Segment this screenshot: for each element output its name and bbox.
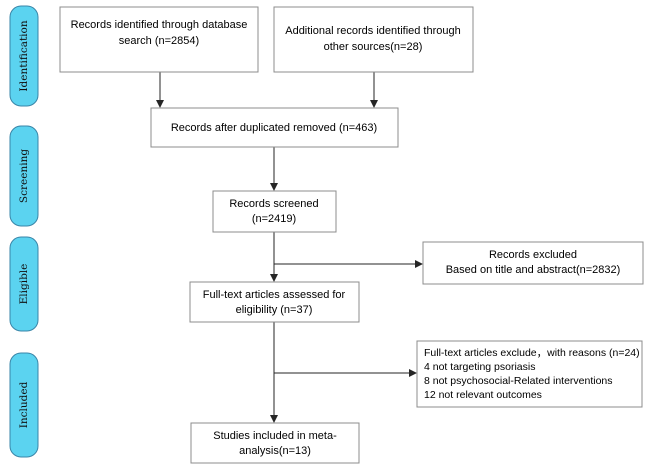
box-excluded-line-2: Based on title and abstract(n=2832): [446, 264, 621, 276]
box-screened-line-1: Records screened: [229, 198, 318, 210]
phase-screening-pill: [9, 125, 39, 227]
box-full-text-excluded-line-1: Full-text articles exclude，with reasons …: [424, 347, 640, 359]
box-screened: Records screened (n=2419): [212, 190, 337, 233]
phase-included: Included: [9, 352, 39, 458]
box-other-sources-line-2: other sources(n=28): [324, 41, 423, 53]
box-screened-line-2: (n=2419): [252, 213, 296, 225]
box-database-line-1: Records identified through database: [71, 19, 248, 31]
box-duplicates-removed-line-1: Records after duplicated removed (n=463): [171, 122, 377, 134]
box-full-text-excluded-line-4: 12 not relevant outcomes: [424, 389, 542, 401]
connectors: [156, 72, 423, 423]
phase-screening: Screening: [9, 125, 39, 227]
box-database-line-2: search (n=2854): [119, 35, 199, 47]
box-full-text-excluded-line-2: 4 not targeting psoriasis: [424, 361, 535, 373]
phase-identification-label: Identification: [18, 20, 30, 91]
phase-eligible-label: Eligible: [18, 264, 30, 305]
box-full-text-excluded-line-3: 8 not psychosocial-Related interventions: [424, 375, 613, 387]
box-database: Records identified through database sear…: [59, 6, 259, 73]
box-excluded: Records excluded Based on title and abst…: [422, 241, 644, 285]
phase-eligible-pill: [9, 236, 39, 332]
box-duplicates-removed: Records after duplicated removed (n=463): [150, 107, 399, 148]
box-full-text-excluded: Full-text articles exclude，with reasons …: [416, 340, 643, 408]
phase-included-pill: [9, 352, 39, 458]
phase-included-label: Included: [18, 381, 30, 428]
box-included: Studies included in meta- analysis(n=13): [190, 422, 360, 464]
phase-screening-label: Screening: [18, 149, 30, 203]
phase-identification-pill: [9, 5, 39, 107]
box-other-sources: Additional records identified through ot…: [273, 6, 474, 73]
phase-eligible: Eligible: [9, 236, 39, 332]
box-full-text: Full-text articles assessed for eligibil…: [189, 281, 360, 323]
box-included-line-1: Studies included in meta-: [213, 430, 337, 442]
box-other-sources-line-1: Additional records identified through: [285, 25, 461, 37]
box-full-text-line-1: Full-text articles assessed for: [203, 289, 346, 301]
box-excluded-line-1: Records excluded: [489, 249, 577, 261]
box-included-line-2: analysis(n=13): [239, 445, 311, 457]
phase-identification: Identification: [9, 5, 39, 107]
box-full-text-line-2: eligibility (n=37): [236, 304, 313, 316]
